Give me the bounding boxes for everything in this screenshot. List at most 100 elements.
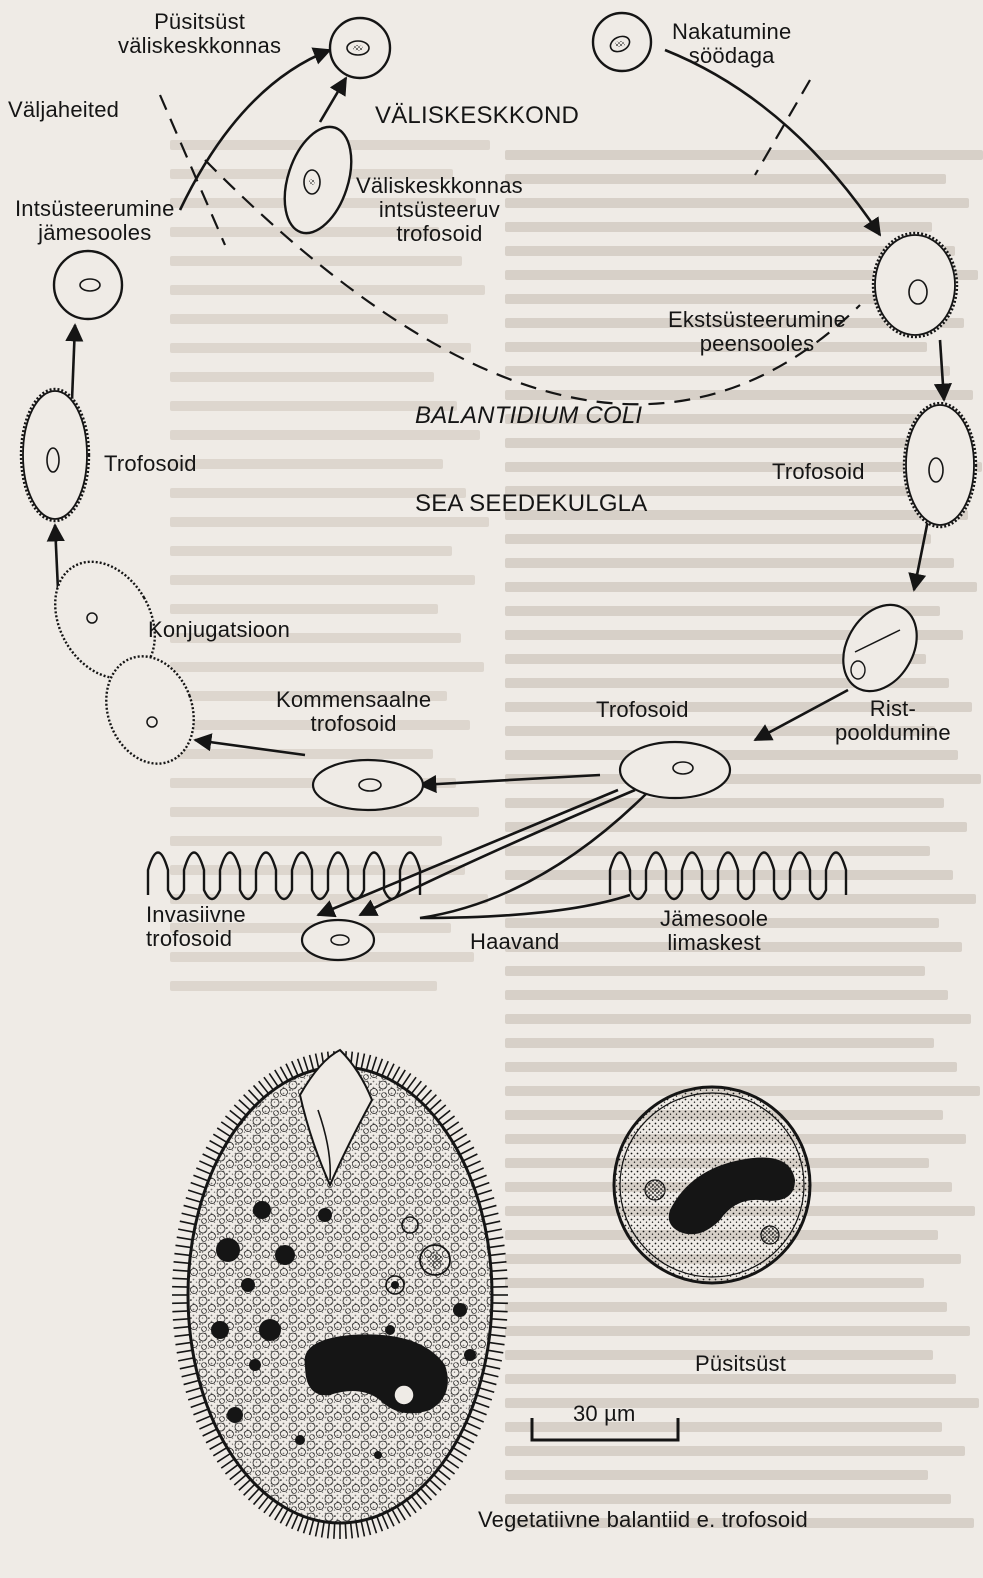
cilium	[490, 1335, 506, 1337]
cilium	[492, 1278, 508, 1279]
cilium	[184, 1205, 199, 1209]
invasive-trophozoite	[302, 920, 374, 960]
label-nakatumine-soodaga: Nakatumine söödaga	[672, 20, 791, 68]
cilium	[485, 1365, 501, 1368]
cilium	[180, 1365, 196, 1368]
cilium	[180, 1221, 196, 1224]
cilium	[425, 1095, 436, 1106]
mucosa-right	[610, 853, 846, 900]
cilium	[449, 1453, 462, 1462]
cilium	[481, 1205, 496, 1209]
cilium	[298, 1059, 304, 1074]
cilium	[206, 1435, 220, 1442]
cilium	[172, 1311, 188, 1312]
cilium	[199, 1161, 214, 1168]
cilium	[188, 1190, 203, 1195]
cilium	[173, 1319, 189, 1320]
cilium	[230, 1110, 243, 1120]
trophozoite-left	[21, 389, 89, 521]
cilium	[210, 1141, 224, 1149]
cilium	[254, 1492, 264, 1504]
cilium	[466, 1422, 481, 1429]
cilium	[177, 1237, 193, 1240]
cilium	[487, 1237, 503, 1240]
conjugation-pair	[35, 544, 208, 776]
cilium	[446, 1122, 459, 1131]
cilium	[372, 1518, 377, 1533]
cilium	[244, 1095, 255, 1106]
cilium	[382, 1514, 388, 1529]
cilium	[173, 1270, 189, 1271]
cilium	[230, 1470, 243, 1480]
cilium	[397, 1506, 405, 1520]
cilium	[361, 1521, 364, 1537]
large-trophozoite-drawing	[172, 1050, 508, 1539]
cilium	[469, 1168, 484, 1174]
cilium	[397, 1070, 405, 1084]
cilium	[304, 1518, 309, 1533]
cilium	[249, 1488, 260, 1500]
cilium	[191, 1183, 206, 1188]
cilium	[486, 1229, 502, 1232]
cilium	[411, 1496, 421, 1509]
cilium	[178, 1358, 194, 1361]
cilium	[186, 1388, 201, 1393]
cilium	[377, 1516, 383, 1531]
cilium	[174, 1335, 190, 1337]
cilium	[175, 1342, 191, 1344]
cilium	[402, 1073, 411, 1086]
cilium	[269, 1073, 278, 1086]
cilium	[280, 1067, 288, 1081]
cilium	[334, 1523, 335, 1539]
cilium	[483, 1213, 499, 1217]
cilium	[411, 1081, 421, 1094]
cilium	[275, 1070, 283, 1084]
trophozoite-right	[904, 403, 976, 527]
label-scale-bar: 30 µm	[573, 1402, 636, 1426]
cyst-colon	[54, 251, 122, 319]
cilium	[186, 1198, 201, 1203]
cilium	[479, 1198, 494, 1203]
cilium	[416, 1492, 426, 1504]
cilium	[421, 1090, 432, 1102]
cilium	[182, 1213, 198, 1217]
cilium	[453, 1448, 467, 1456]
cilium	[193, 1409, 208, 1415]
cilium	[425, 1484, 436, 1495]
cilium	[487, 1350, 503, 1353]
cilium	[483, 1373, 499, 1377]
cilium	[434, 1475, 446, 1485]
cilium	[479, 1388, 494, 1393]
binary-fission	[828, 592, 931, 705]
cilium	[491, 1327, 507, 1328]
excysting-right	[873, 233, 957, 337]
cilium	[264, 1077, 273, 1090]
cilium	[259, 1496, 269, 1509]
cilium	[387, 1512, 394, 1526]
cilium	[225, 1116, 238, 1126]
commensal-trophozoite	[313, 760, 423, 810]
cilium	[472, 1409, 487, 1415]
cilium	[269, 1503, 278, 1516]
cilium	[322, 1522, 324, 1538]
cilium	[310, 1055, 314, 1070]
label-ristpooldumine: Rist- pooldumine	[835, 697, 951, 745]
cilium	[377, 1059, 383, 1074]
cilium	[203, 1154, 217, 1161]
cilium	[203, 1429, 217, 1436]
cilium	[469, 1416, 484, 1422]
cilium	[199, 1422, 214, 1429]
cilium	[280, 1509, 288, 1523]
cilium	[221, 1122, 234, 1131]
cilium	[221, 1459, 234, 1468]
cilium	[492, 1311, 508, 1312]
cyst-top	[593, 13, 651, 71]
cilium	[442, 1116, 455, 1126]
cilium	[234, 1105, 246, 1115]
cilium	[416, 1085, 426, 1097]
cilium	[449, 1128, 462, 1137]
cilium	[286, 1064, 293, 1078]
cilium	[486, 1358, 502, 1361]
cilium	[345, 1523, 346, 1539]
